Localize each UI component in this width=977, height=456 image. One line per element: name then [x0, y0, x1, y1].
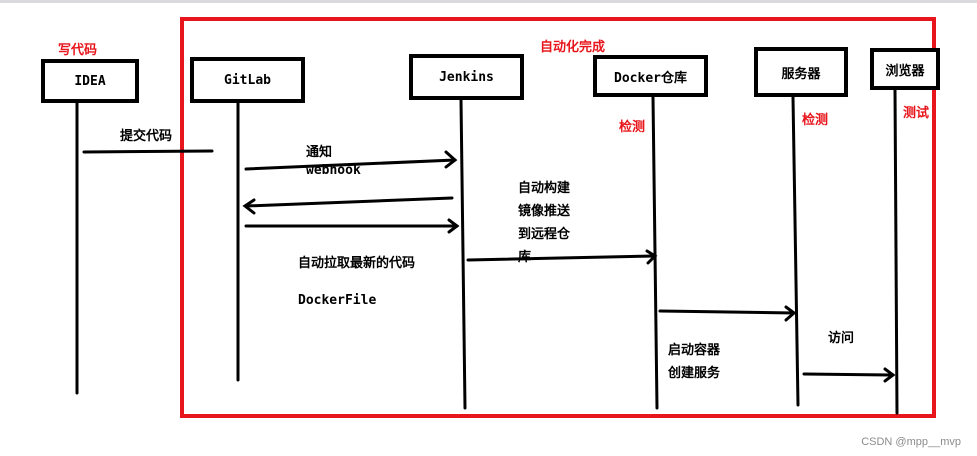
arrowhead-build-push — [645, 249, 658, 265]
arrow-return — [244, 196, 454, 208]
build-push-label: 自动构建 镜像推送 到远程仓 库 — [518, 181, 571, 265]
dockerfile-label: DockerFile — [298, 293, 377, 308]
webhook-label: webhook — [306, 163, 361, 178]
visit-label: 访问 — [828, 331, 855, 346]
actor-docker-label: Docker仓库 — [614, 70, 687, 86]
actor-server: 服务器 — [754, 47, 848, 97]
actor-docker: Docker仓库 — [593, 55, 708, 97]
write-code-label: 写代码 — [58, 43, 98, 58]
arrowhead-return — [242, 198, 256, 215]
lifeline-jenkins — [459, 98, 467, 410]
automation-title: 自动化完成 — [540, 40, 606, 55]
actor-browser-label: 浏览器 — [885, 63, 925, 79]
lifeline-browser — [893, 88, 899, 415]
watermark: CSDN @mpp__mvp — [861, 436, 961, 448]
arrowhead-notify — [444, 150, 458, 169]
notify-label: 通知 — [306, 145, 333, 160]
actor-gitlab: GitLab — [190, 57, 305, 103]
test-label-browser: 测试 — [903, 106, 930, 121]
arrow-notify — [244, 158, 457, 171]
actor-idea-label: IDEA — [74, 73, 106, 89]
actor-server-label: 服务器 — [781, 66, 821, 82]
actor-jenkins: Jenkins — [409, 54, 524, 100]
detect-label-docker: 检测 — [619, 120, 646, 135]
top-border — [0, 0, 977, 3]
actor-jenkins-label: Jenkins — [439, 69, 494, 85]
arrowhead-visit — [883, 367, 896, 383]
arrowhead-pull — [447, 218, 460, 234]
arrowhead-docker-server — [784, 305, 797, 322]
arrow-docker-server — [658, 309, 796, 315]
automation-frame — [180, 17, 936, 418]
arrow-build-push — [466, 254, 657, 262]
arrow-submit-code — [82, 149, 214, 154]
actor-idea: IDEA — [41, 59, 139, 103]
submit-code-label: 提交代码 — [120, 129, 173, 144]
start-container-label: 启动容器 创建服务 — [668, 343, 721, 381]
auto-pull-label: 自动拉取最新的代码 — [298, 256, 416, 271]
lifeline-server — [791, 95, 800, 407]
actor-gitlab-label: GitLab — [224, 72, 271, 88]
lifeline-docker — [651, 95, 659, 410]
detect-label-server: 检测 — [802, 113, 829, 128]
actor-browser: 浏览器 — [870, 48, 940, 90]
arrow-visit — [802, 372, 895, 377]
